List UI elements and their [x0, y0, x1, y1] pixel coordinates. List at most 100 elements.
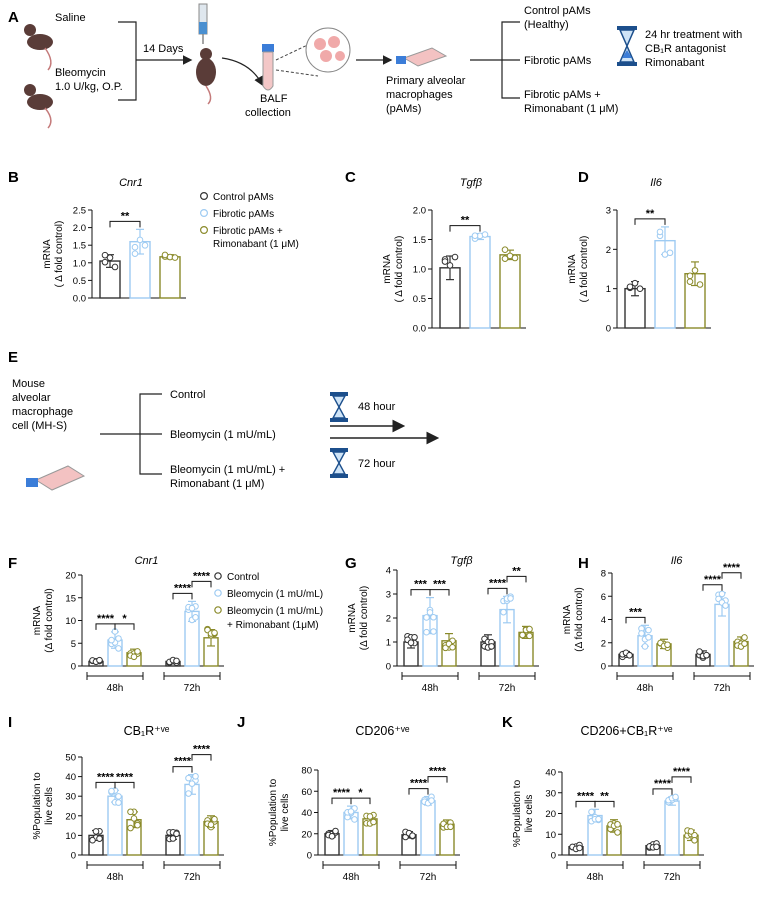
significance-label: **** — [704, 574, 722, 586]
group-label: 48h — [587, 872, 604, 883]
legend-f-rimonabant-2: + Rimonabant (1μM) — [227, 620, 319, 631]
chart-title: CD206+CB₁R⁺ᵛᵉ — [580, 724, 672, 738]
y-axis-label: (Δ fold control) — [359, 586, 370, 650]
y-tick-label: 50 — [65, 753, 76, 764]
data-point — [131, 250, 139, 257]
data-point — [106, 254, 114, 261]
significance-bracket — [408, 788, 429, 795]
label-e-bleo-rimo-2: Rimonabant (1 μM) — [170, 478, 264, 490]
significance-label: **** — [193, 744, 211, 756]
legend-label-rimonabant-1: Fibrotic pAMs + — [213, 226, 283, 237]
data-point — [645, 626, 652, 634]
data-point — [641, 643, 649, 650]
bar — [664, 800, 680, 856]
y-tick-label: 10 — [65, 616, 76, 627]
y-axis-label: mRNA — [562, 604, 573, 634]
y-tick-label: 5 — [71, 639, 76, 650]
data-point — [511, 254, 519, 262]
legend-marker-control — [200, 192, 209, 201]
chart-title: Il6 — [650, 177, 663, 189]
y-tick-label: 0 — [307, 851, 312, 862]
data-point — [636, 285, 644, 293]
chart-title: Tgfβ — [450, 555, 473, 567]
label-fibrotic-rimo-1: Fibrotic pAMs + — [524, 89, 601, 101]
data-point — [526, 632, 533, 640]
data-point — [108, 787, 115, 795]
data-point — [185, 774, 192, 782]
data-point — [686, 278, 694, 285]
data-point — [423, 628, 430, 636]
data-point — [173, 830, 180, 838]
y-axis-label: %Population to — [32, 772, 43, 840]
significance-label: **** — [174, 582, 192, 594]
data-point — [207, 821, 215, 829]
data-point — [96, 835, 103, 842]
label-48-hour: 48 hour — [358, 401, 396, 413]
group-label: 72h — [184, 872, 201, 883]
data-point — [161, 251, 169, 259]
data-point — [519, 631, 526, 639]
culture-flask-icon — [396, 47, 448, 67]
data-point — [696, 648, 703, 655]
mouse-icon — [196, 48, 216, 105]
significance-bracket — [114, 781, 135, 789]
data-point — [370, 818, 377, 826]
y-tick-label: 0 — [606, 324, 611, 335]
y-axis-label: (Δ fold control) — [44, 588, 55, 652]
mouse-icon — [24, 84, 53, 129]
significance-bracket — [172, 592, 193, 600]
chart-title: Cnr1 — [135, 555, 159, 567]
significance-label: *** — [414, 579, 428, 591]
panel-letter: G — [345, 555, 357, 572]
group-label: 48h — [637, 683, 654, 694]
group-bracket — [566, 861, 624, 869]
y-axis-label: live cells — [280, 794, 291, 832]
data-point — [501, 255, 509, 262]
significance-bracket — [634, 218, 666, 225]
y-tick-label: 0.0 — [73, 294, 86, 305]
significance-label: **** — [333, 787, 351, 799]
significance-label: **** — [577, 790, 595, 802]
y-axis-label: mRNA — [567, 254, 578, 284]
y-tick-label: 1.0 — [73, 258, 86, 269]
y-tick-label: 0.5 — [73, 276, 86, 287]
data-point — [430, 628, 437, 635]
y-axis-label: (Δ fold control) — [574, 587, 585, 651]
test-tube-icon — [262, 44, 274, 91]
y-axis-label: mRNA — [347, 603, 358, 633]
y-tick-label: 40 — [301, 808, 312, 819]
data-point — [192, 614, 199, 621]
group-label: 48h — [343, 872, 360, 883]
label-bleomycin-dose: 1.0 U/kg, O.P. — [55, 81, 123, 93]
group-bracket — [478, 672, 536, 680]
y-axis-label: live cells — [524, 795, 535, 833]
data-point — [741, 640, 748, 647]
y-tick-label: 1.0 — [413, 265, 426, 276]
data-point — [141, 242, 149, 249]
significance-label: **** — [174, 756, 192, 768]
significance-bracket — [721, 572, 742, 579]
significance-label: **** — [489, 577, 507, 589]
y-tick-label: 2.0 — [73, 223, 86, 234]
y-tick-label: 30 — [65, 792, 76, 803]
label-fibrotic-pams: Fibrotic pAMs — [524, 55, 592, 67]
y-tick-label: 2 — [601, 638, 606, 649]
data-point — [130, 653, 138, 661]
significance-label: **** — [673, 766, 691, 778]
panel-letter: H — [578, 555, 589, 572]
data-point — [481, 231, 489, 238]
data-point — [626, 283, 634, 291]
significance-bracket — [625, 616, 646, 624]
panel-letter: B — [8, 169, 19, 186]
y-tick-label: 10 — [65, 831, 76, 842]
significance-label: ** — [646, 208, 655, 220]
significance-label: **** — [429, 766, 447, 778]
syringe-icon — [198, 3, 208, 44]
group-label: 72h — [664, 872, 681, 883]
data-point — [686, 272, 694, 280]
significance-bracket — [487, 587, 508, 595]
